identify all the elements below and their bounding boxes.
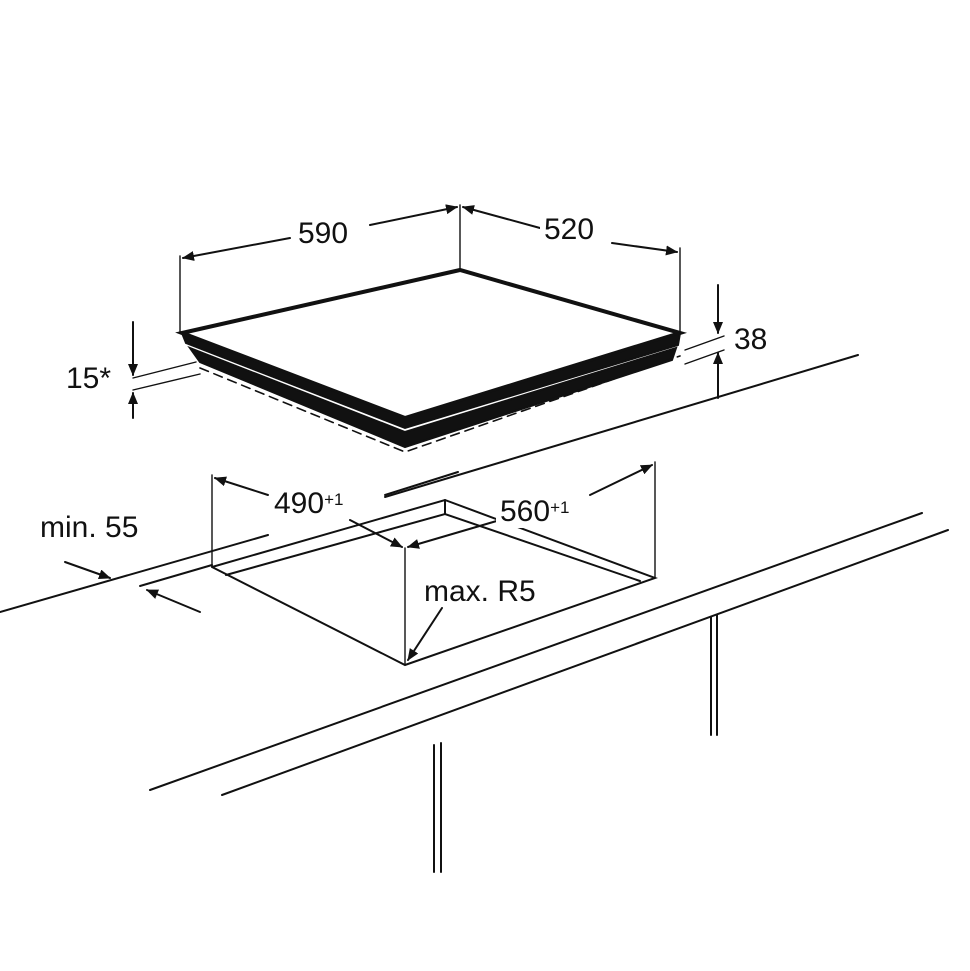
hob-depth-label: 520 xyxy=(540,214,599,246)
countertop-front-edge xyxy=(149,512,949,796)
cutout-depth-label: 490+1 xyxy=(270,487,348,520)
hob-height-label: 38 xyxy=(734,323,768,356)
radius-arrow xyxy=(407,607,443,661)
hob xyxy=(175,267,688,453)
cutout-dimension-arrows xyxy=(214,464,653,549)
min-edge-arrows xyxy=(64,561,201,613)
hob-extension-lines xyxy=(132,204,725,391)
cutout-width-value: 560 xyxy=(500,495,551,528)
cabinet-legs xyxy=(433,614,718,873)
hob-dimension-arrows xyxy=(128,204,723,419)
cutout-depth-value: 490 xyxy=(274,487,325,520)
cutout-width-tolerance: +1 xyxy=(550,498,570,517)
min-edge-label: min. 55 xyxy=(40,511,139,544)
hob-width-label: 590 xyxy=(294,218,353,250)
recess-label: 15* xyxy=(66,362,112,395)
countertop-back-edge xyxy=(0,354,859,613)
max-radius-label: max. R5 xyxy=(424,575,536,608)
cutout-width-label: 560+1 xyxy=(496,495,574,528)
cutout-depth-tolerance: +1 xyxy=(324,490,344,509)
cutout-extension-lines xyxy=(211,461,656,666)
